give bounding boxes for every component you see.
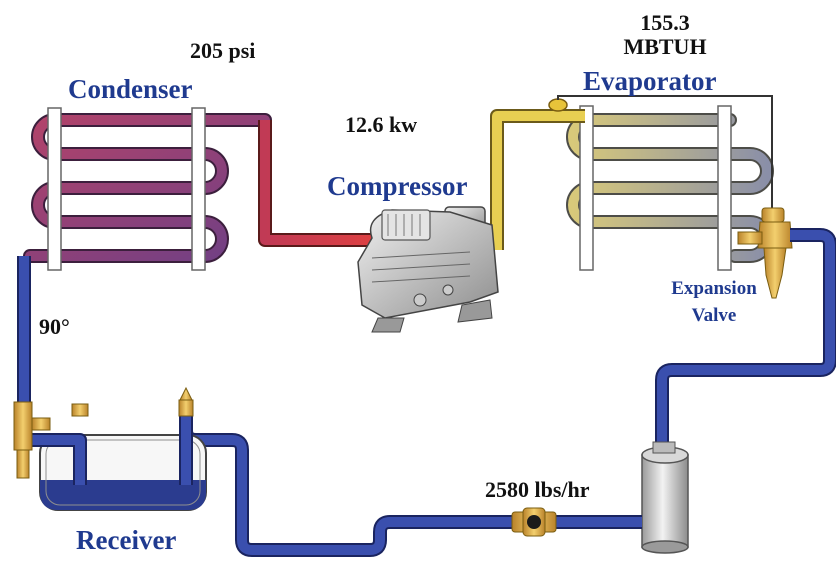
temperature-reading: 90° [39, 314, 70, 339]
expansion-valve-label-line2: Valve [691, 305, 737, 326]
capacity-reading: 155.3 MBTUH [610, 10, 720, 60]
evaporator-fin-left [579, 105, 594, 271]
evaporator-fin-right [717, 105, 732, 271]
condenser-fin-right [191, 107, 206, 271]
flow-reading: 2580 lbs/hr [485, 477, 590, 502]
receiver-label: Receiver [76, 525, 177, 555]
expansion-valve-body [737, 207, 793, 299]
capacity-value: 155.3 [640, 10, 690, 35]
compressor-label: Compressor [327, 171, 468, 201]
condenser-label: Condenser [68, 74, 193, 104]
expansion-valve-label: Expansion Valve [644, 275, 784, 329]
filter-drier [641, 441, 689, 554]
condenser-coil [23, 107, 272, 271]
capillary-tube [557, 95, 773, 210]
evaporator-label: Evaporator [583, 66, 717, 96]
condenser-outlet-valve [13, 401, 51, 479]
capacity-unit: MBTUH [623, 34, 707, 59]
evaporator-coil [566, 105, 774, 271]
relief-valve [178, 386, 194, 417]
expansion-valve-label-line1: Expansion [671, 278, 757, 299]
pressure-reading: 205 psi [190, 38, 256, 63]
power-reading: 12.6 kw [345, 112, 418, 137]
sight-glass [511, 507, 557, 537]
condenser-fin-left [47, 107, 62, 271]
compressor-body [357, 206, 499, 333]
sensing-bulb [548, 98, 568, 112]
receiver-fitting [71, 403, 89, 417]
liquid-return-line [655, 228, 836, 445]
